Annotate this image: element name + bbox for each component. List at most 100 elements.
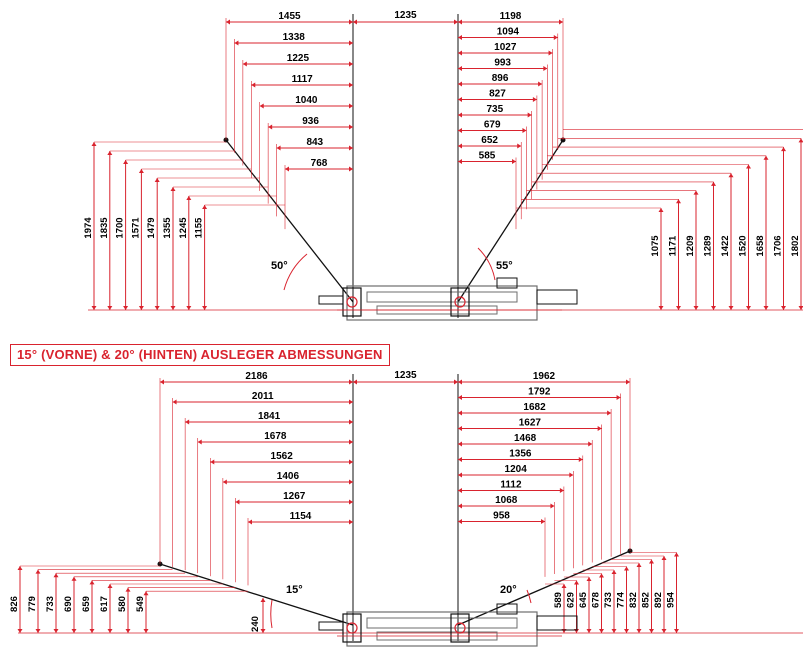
left-angle-label: 50° bbox=[271, 260, 288, 272]
right-h-label-0: 1962 bbox=[533, 371, 556, 382]
bottom-diagram: 1235218620111841167815621406126711541962… bbox=[9, 370, 803, 641]
machine-sketch bbox=[318, 277, 578, 321]
right-h-dim-8-tail bbox=[458, 143, 462, 149]
left-v-dim-2-tail bbox=[123, 306, 129, 310]
bottom-offset-arrow-head bbox=[260, 598, 266, 602]
right-v-label-3: 678 bbox=[591, 592, 602, 608]
left-v-dim-6-tail bbox=[186, 306, 192, 310]
right-v-dim-4-head bbox=[611, 570, 617, 574]
left-angle-arc bbox=[283, 253, 308, 291]
left-v-label-3: 1571 bbox=[130, 217, 141, 239]
right-h-label-5: 827 bbox=[489, 89, 506, 100]
left-h-label-1: 2011 bbox=[252, 391, 274, 402]
right-h-dim-3-head bbox=[597, 426, 602, 431]
right-h-dim-6-head bbox=[527, 112, 532, 118]
right-h-dim-0-head bbox=[626, 379, 630, 385]
right-boom-line bbox=[457, 550, 631, 626]
center-width-arrow-head bbox=[454, 379, 458, 385]
left-v-dim-0-head bbox=[91, 142, 97, 146]
left-v-dim-7-tail bbox=[143, 629, 149, 633]
center-width-label: 1235 bbox=[394, 370, 417, 381]
right-v-dim-3-head bbox=[599, 573, 604, 578]
machine-rear-pivot bbox=[454, 296, 466, 308]
left-v-label-4: 1479 bbox=[146, 217, 157, 238]
left-h-dim-0-head bbox=[226, 19, 230, 25]
left-v-dim-3-head bbox=[71, 576, 77, 581]
machine-tail-arm bbox=[536, 289, 578, 305]
right-v-label-3: 1289 bbox=[703, 235, 714, 256]
right-h-dim-4-head bbox=[538, 81, 543, 87]
right-v-dim-4-tail bbox=[728, 306, 734, 310]
right-h-label-1: 1094 bbox=[497, 27, 520, 38]
right-v-dim-6-tail bbox=[763, 306, 769, 310]
right-h-dim-2-tail bbox=[458, 50, 462, 56]
left-h-dim-7-head bbox=[248, 519, 252, 525]
right-v-dim-6-head bbox=[636, 563, 642, 567]
left-v-label-6: 1245 bbox=[178, 217, 189, 239]
right-h-dim-2-head bbox=[607, 410, 612, 416]
left-v-dim-2-tail bbox=[53, 629, 59, 633]
right-h-label-4: 896 bbox=[492, 73, 509, 84]
right-v-label-2: 645 bbox=[578, 591, 589, 608]
right-v-dim-5-head bbox=[746, 164, 751, 169]
left-h-dim-4-head bbox=[259, 103, 264, 109]
left-h-dim-6-tail bbox=[349, 145, 353, 151]
left-h-dim-3-head bbox=[251, 82, 256, 88]
left-v-label-1: 1835 bbox=[99, 217, 110, 239]
left-v-dim-7-head bbox=[143, 591, 149, 596]
right-v-dim-7-tail bbox=[781, 306, 786, 310]
machine-front-pivot bbox=[346, 296, 358, 308]
right-h-label-4: 1468 bbox=[514, 433, 537, 444]
right-angle-arc bbox=[477, 247, 496, 281]
right-v-dim-5-head bbox=[624, 566, 629, 571]
right-v-label-7: 852 bbox=[641, 592, 652, 608]
right-h-dim-2-tail bbox=[458, 410, 462, 416]
right-h-dim-3-head bbox=[543, 66, 548, 71]
right-h-label-8: 1068 bbox=[495, 495, 518, 506]
left-h-dim-0-tail bbox=[349, 379, 353, 385]
right-h-dim-7-head bbox=[522, 128, 527, 133]
left-v-label-5: 1355 bbox=[162, 217, 173, 239]
left-h-dim-1-tail bbox=[349, 399, 353, 405]
right-h-dim-6-tail bbox=[458, 472, 462, 478]
right-h-dim-8-tail bbox=[458, 503, 462, 509]
right-v-label-0: 589 bbox=[553, 592, 564, 608]
left-h-label-2: 1225 bbox=[287, 53, 310, 64]
right-v-label-4: 1422 bbox=[720, 235, 731, 256]
left-h-dim-0-head bbox=[160, 379, 164, 385]
right-v-dim-5-tail bbox=[624, 629, 629, 633]
right-v-dim-2-head bbox=[586, 577, 592, 581]
right-h-dim-8-head bbox=[517, 143, 522, 149]
right-v-dim-1-tail bbox=[676, 306, 681, 310]
section-title: 15° (VORNE) & 20° (HINTEN) AUSLEGER ABME… bbox=[10, 344, 390, 366]
left-h-dim-4-head bbox=[210, 459, 215, 465]
left-v-dim-4-head bbox=[154, 178, 160, 182]
right-h-dim-7-tail bbox=[458, 128, 462, 133]
left-h-label-6: 843 bbox=[306, 137, 323, 148]
right-h-label-6: 1204 bbox=[505, 464, 528, 475]
left-h-dim-6-tail bbox=[349, 499, 353, 505]
center-width-label: 1235 bbox=[394, 10, 417, 21]
left-h-dim-3-head bbox=[197, 439, 202, 445]
left-v-label-7: 549 bbox=[135, 596, 146, 612]
machine-rear-block bbox=[496, 603, 518, 615]
left-v-dim-3-tail bbox=[138, 306, 144, 310]
right-h-label-2: 1027 bbox=[494, 42, 517, 53]
right-v-dim-2-tail bbox=[693, 306, 699, 310]
left-v-label-0: 1974 bbox=[83, 217, 94, 239]
right-v-dim-8-head bbox=[661, 556, 667, 560]
right-h-dim-6-tail bbox=[458, 112, 462, 118]
right-v-dim-9-tail bbox=[674, 629, 679, 633]
right-h-dim-6-head bbox=[569, 472, 574, 478]
left-v-label-6: 580 bbox=[117, 596, 128, 612]
right-h-label-3: 993 bbox=[494, 58, 511, 69]
left-v-dim-2-head bbox=[123, 160, 129, 164]
right-h-dim-9-tail bbox=[458, 159, 462, 164]
right-v-dim-1-head bbox=[574, 580, 579, 585]
left-h-dim-4-tail bbox=[349, 103, 353, 109]
left-v-dim-0-tail bbox=[17, 629, 23, 633]
right-v-dim-0-tail bbox=[658, 306, 664, 310]
right-v-dim-3-tail bbox=[711, 306, 716, 310]
right-boom-line bbox=[457, 139, 564, 303]
